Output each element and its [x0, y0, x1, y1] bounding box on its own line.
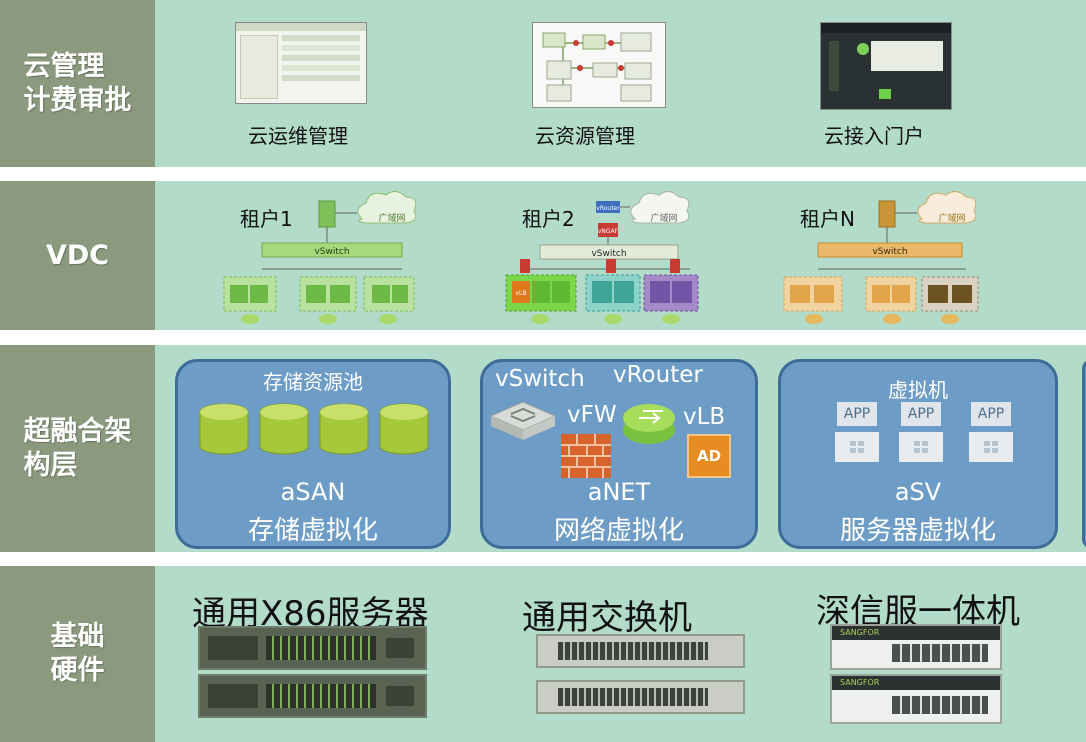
vrouter-mini-label: vRouter	[596, 205, 620, 212]
asv-panel: 虚拟机 APP APP APP aSV 服务器虚拟化	[778, 359, 1058, 549]
wan-label-2: 广域网	[650, 212, 677, 224]
app-badge-2: APP	[901, 402, 941, 426]
windows-icon	[835, 432, 879, 462]
asan-name: aSAN	[280, 478, 346, 506]
cloud-ops-label: 云运维管理	[248, 124, 348, 148]
tenant-1-topology: 广域网 vSwitch	[223, 191, 417, 324]
anet-desc: 网络虚拟化	[553, 516, 684, 546]
router-icon	[623, 404, 675, 444]
vlb-title: vLB	[683, 404, 726, 430]
row-label-hardware: 基础 硬件	[0, 566, 155, 742]
vswitch-label-1: vSwitch	[314, 247, 349, 257]
tenant-n-topology: 广域网 vSwitch	[783, 191, 979, 324]
tenant-n-label: 租户N	[800, 207, 855, 231]
row-hci: 超融合架 构层 存储资源池 aSAN 存储虚拟化 vSwitch vRouter…	[0, 345, 1086, 552]
ops-screenshot	[235, 22, 367, 104]
resource-screenshot	[532, 22, 666, 108]
row-label-vdc: VDC	[0, 181, 155, 330]
wan-label-1: 广域网	[378, 212, 405, 224]
anet-panel: vSwitch vRouter vFW vLB	[480, 359, 758, 549]
storage-disks	[199, 403, 429, 455]
cloud-portal-label: 云接入门户	[824, 124, 924, 148]
tenant-2-label: 租户2	[522, 207, 575, 231]
asv-name: aSV	[894, 478, 942, 506]
switch-unit-1	[536, 634, 745, 668]
tenant-2-topology: vRouter vNGAF 广域网 vSwitch vLB	[505, 191, 699, 324]
windows-icon	[969, 432, 1013, 462]
windows-icon	[899, 432, 943, 462]
vm-vlb: vLB	[515, 290, 526, 297]
brand-label-2: SANGFOR	[840, 678, 880, 687]
x86-server-unit-2	[198, 674, 427, 718]
storage-pool-title: 存储资源池	[263, 370, 363, 394]
tenant-1-label: 租户1	[240, 207, 293, 231]
anet-name: aNET	[587, 478, 651, 506]
vswitch-title: vSwitch	[495, 366, 585, 392]
asv-desc: 服务器虚拟化	[839, 516, 996, 546]
row-hardware: 基础 硬件 通用X86服务器 通用交换机 深信服一体机 SANGFOR SANG…	[0, 566, 1086, 742]
vswitch-label-n: vSwitch	[872, 247, 907, 257]
ad-icon: AD	[687, 434, 731, 478]
appliance-unit-2: SANGFOR	[830, 674, 1002, 724]
vswitch-label-2: vSwitch	[591, 249, 626, 259]
asan-panel: 存储资源池 aSAN 存储虚拟化	[175, 359, 451, 549]
firewall-icon	[561, 434, 611, 478]
switch-unit-2	[536, 680, 745, 714]
asan-desc: 存储虚拟化	[247, 516, 378, 546]
vm-title: 虚拟机	[888, 378, 948, 402]
row-label-cloud: 云管理 计费审批	[0, 0, 155, 167]
app-badge-1: APP	[837, 402, 877, 426]
vrouter-title: vRouter	[613, 362, 703, 388]
vngaf-mini-label: vNGAF	[598, 228, 619, 235]
x86-server-unit-1	[198, 626, 427, 670]
row-cloud-management: 云管理 计费审批 云运维管理 云资源管理	[0, 0, 1086, 167]
vfw-title: vFW	[567, 402, 617, 428]
row-vdc: VDC 租户1 广域网 vSwitch 租户2 vRouter vNGAF 广域…	[0, 181, 1086, 330]
appliance-unit-1: SANGFOR	[830, 624, 1002, 670]
wan-label-n: 广域网	[938, 212, 965, 224]
portal-screenshot	[820, 22, 952, 110]
switch-title: 通用交换机	[522, 598, 692, 638]
app-badge-3: APP	[971, 402, 1011, 426]
edge-panel-fragment	[1082, 359, 1086, 549]
switch-icon	[489, 401, 557, 440]
brand-label-1: SANGFOR	[840, 628, 880, 637]
topology-thumbnail	[542, 32, 652, 102]
cloud-resource-label: 云资源管理	[535, 124, 635, 148]
row-label-hci: 超融合架 构层	[0, 345, 155, 552]
